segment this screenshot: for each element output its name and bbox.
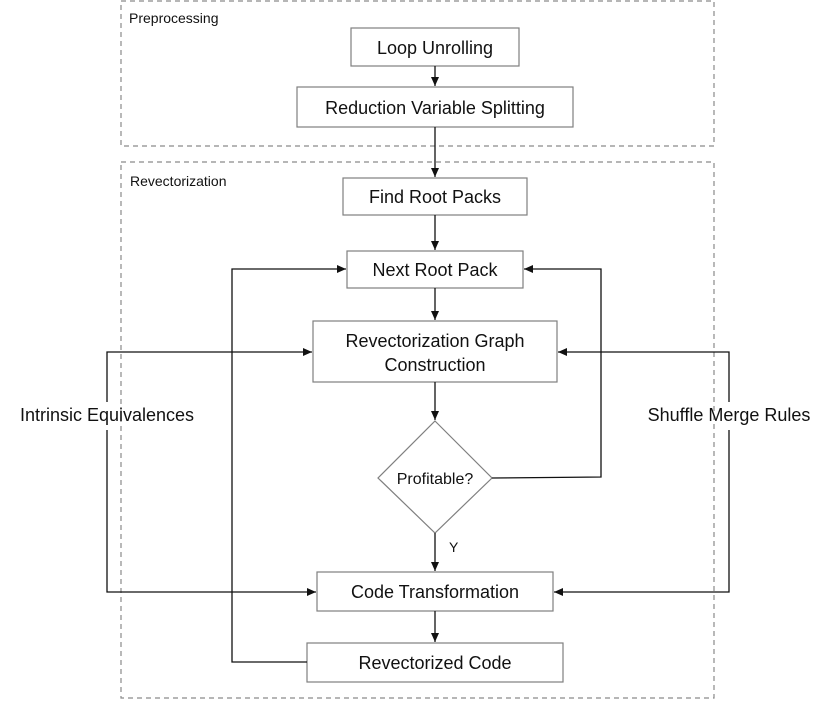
edge-label-yes: Y	[449, 539, 459, 555]
reduction-splitting-box	[296, 86, 574, 128]
find-root-packs-text: Find Root Packs	[369, 187, 501, 207]
next-root-pack-text: Next Root Pack	[372, 260, 498, 280]
preprocessing-label: Preprocessing	[129, 10, 219, 26]
edge-profitable-no-to-next-root-pack	[491, 265, 602, 479]
edge-shuffle-to-code-transformation	[554, 430, 730, 596]
graph-construction-text-line2: Construction	[384, 355, 485, 375]
edge-intrinsic-to-graph-construction	[106, 348, 312, 402]
revectorized-code-text: Revectorized Code	[358, 653, 511, 673]
intrinsic-equivalences-label: Intrinsic Equivalences	[20, 405, 194, 425]
code-transformation-box	[316, 571, 554, 612]
graph-construction-text-line1: Revectorization Graph	[345, 331, 524, 351]
reduction-splitting-text: Reduction Variable Splitting	[325, 98, 545, 118]
loop-unrolling-box	[350, 27, 520, 67]
code-transformation-text: Code Transformation	[351, 582, 519, 602]
loop-unrolling-text: Loop Unrolling	[377, 38, 493, 58]
edge-shuffle-to-graph-construction	[558, 348, 730, 402]
revectorization-group	[120, 161, 715, 699]
find-root-packs-box	[342, 177, 528, 216]
next-root-pack-box	[346, 250, 524, 289]
graph-construction-box	[312, 320, 558, 383]
edge-intrinsic-to-code-transformation	[106, 430, 316, 596]
profitable-decision-text: Profitable?	[397, 471, 474, 488]
revectorized-code-box	[306, 642, 564, 683]
edge-revectorized-code-to-next-root-pack	[231, 265, 346, 663]
shuffle-merge-rules-label: Shuffle Merge Rules	[648, 405, 811, 425]
revectorization-label: Revectorization	[130, 173, 227, 189]
